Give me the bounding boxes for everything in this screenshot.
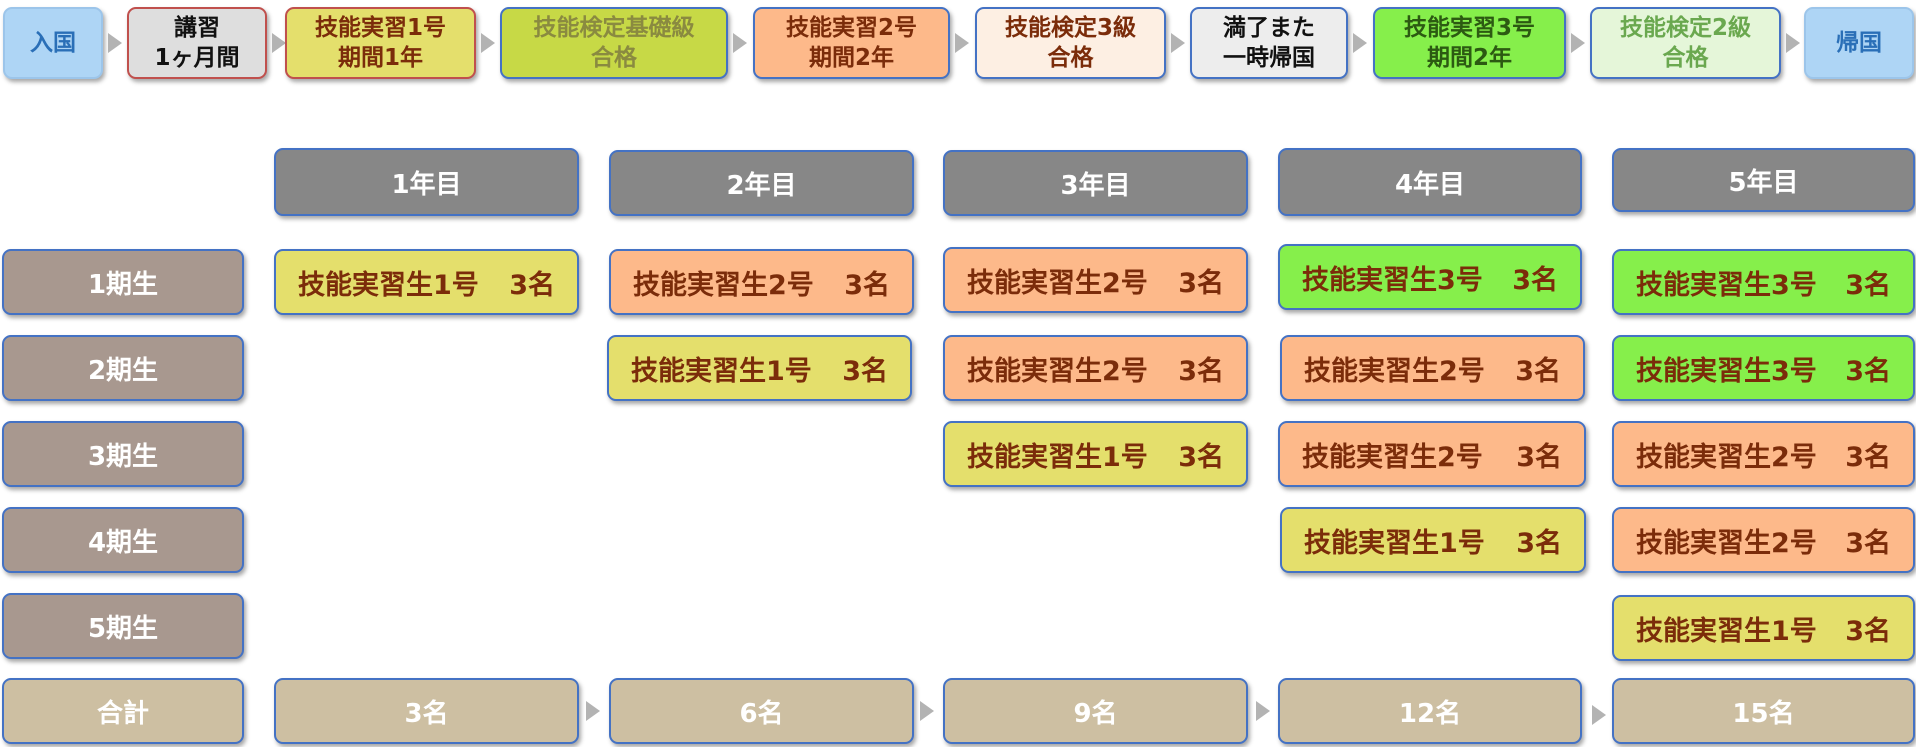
step-return: 帰国 (1804, 7, 1914, 79)
cohort-label-1: 1期生 (2, 249, 244, 315)
step-exam-3: 技能検定3級 合格 (975, 7, 1166, 79)
total-arrow (1592, 705, 1606, 725)
cell-label: 技能実習生1号 (1304, 527, 1485, 559)
cell-cohort5-year5: 技能実習生1号 3名 (1612, 595, 1915, 661)
cell-count: 3名 (1845, 355, 1891, 387)
total-year1: 3名 (274, 678, 579, 744)
cell-count: 3名 (509, 269, 555, 301)
total-year4: 12名 (1278, 678, 1582, 744)
cell-cohort1-year3: 技能実習生2号 3名 (943, 247, 1248, 313)
flow-arrow (1353, 33, 1367, 53)
flow-arrow (955, 33, 969, 53)
total-arrow (1256, 701, 1270, 721)
cell-cohort4-year5: 技能実習生2号 3名 (1612, 507, 1915, 573)
cohort-label-2: 2期生 (2, 335, 244, 401)
cell-cohort4-year4: 技能実習生1号 3名 (1280, 507, 1586, 573)
cell-label: 技能実習生1号 (967, 441, 1148, 473)
total-arrow (920, 701, 934, 721)
cell-label: 技能実習生1号 (298, 269, 479, 301)
cell-label: 技能実習生3号 (1302, 264, 1483, 296)
cell-count: 3名 (1845, 441, 1891, 473)
step-training: 講習 1ヶ月間 (127, 7, 267, 79)
cohort-label-4: 4期生 (2, 507, 244, 573)
cell-label: 技能実習生2号 (1302, 441, 1483, 473)
total-year5: 15名 (1612, 678, 1915, 744)
flow-arrow (733, 33, 747, 53)
cell-count: 3名 (1845, 269, 1891, 301)
cell-label: 技能実習生2号 (967, 267, 1148, 299)
cell-count: 3名 (1516, 441, 1562, 473)
cell-cohort1-year5: 技能実習生3号 3名 (1612, 249, 1915, 315)
cell-label: 技能実習生2号 (1304, 355, 1485, 387)
cell-label: 技能実習生2号 (967, 355, 1148, 387)
cell-count: 3名 (1178, 441, 1224, 473)
step-intern-1: 技能実習1号 期間1年 (285, 7, 476, 79)
cell-count: 3名 (1845, 615, 1891, 647)
cell-count: 3名 (1515, 355, 1561, 387)
step-intern-3: 技能実習3号 期間2年 (1373, 7, 1566, 79)
year-header-5: 5年目 (1612, 148, 1915, 212)
flow-arrow (272, 33, 286, 53)
year-header-4: 4年目 (1278, 148, 1582, 216)
cell-label: 技能実習生2号 (1636, 441, 1817, 473)
cell-count: 3名 (1516, 527, 1562, 559)
flow-arrow (1571, 33, 1585, 53)
flow-arrow (1786, 33, 1800, 53)
flow-arrow (481, 33, 495, 53)
cell-cohort2-year4: 技能実習生2号 3名 (1280, 335, 1585, 401)
total-label: 合計 (2, 678, 244, 744)
cell-cohort2-year3: 技能実習生2号 3名 (943, 335, 1248, 401)
cell-count: 3名 (1178, 355, 1224, 387)
cell-label: 技能実習生2号 (633, 269, 814, 301)
cell-count: 3名 (1845, 527, 1891, 559)
cell-label: 技能実習生3号 (1636, 269, 1817, 301)
cell-cohort3-year3: 技能実習生1号 3名 (943, 421, 1248, 487)
cohort-label-5: 5期生 (2, 593, 244, 659)
total-year3: 9名 (943, 678, 1248, 744)
cell-count: 3名 (842, 355, 888, 387)
step-exam-basic: 技能検定基礎級 合格 (500, 7, 728, 79)
cell-label: 技能実習生1号 (1636, 615, 1817, 647)
flow-arrow (1171, 33, 1185, 53)
cell-count: 3名 (1178, 267, 1224, 299)
flow-arrow (108, 33, 122, 53)
cell-cohort1-year1: 技能実習生1号 3名 (274, 249, 579, 315)
cell-cohort3-year5: 技能実習生2号 3名 (1612, 421, 1915, 487)
total-arrow (586, 701, 600, 721)
step-intern-2: 技能実習2号 期間2年 (753, 7, 950, 79)
cell-cohort1-year4: 技能実習生3号 3名 (1278, 244, 1582, 310)
cell-label: 技能実習生1号 (631, 355, 812, 387)
cell-cohort2-year5: 技能実習生3号 3名 (1612, 335, 1915, 401)
cell-count: 3名 (1512, 264, 1558, 296)
step-entry: 入国 (3, 7, 103, 79)
cell-count: 3名 (844, 269, 890, 301)
year-header-1: 1年目 (274, 148, 579, 216)
cell-cohort3-year4: 技能実習生2号 3名 (1278, 421, 1586, 487)
step-exam-2: 技能検定2級 合格 (1590, 7, 1781, 79)
cell-label: 技能実習生2号 (1636, 527, 1817, 559)
cell-label: 技能実習生3号 (1636, 355, 1817, 387)
step-return-temp: 満了また 一時帰国 (1190, 7, 1348, 79)
year-header-2: 2年目 (609, 150, 914, 216)
total-year2: 6名 (609, 678, 914, 744)
cohort-label-3: 3期生 (2, 421, 244, 487)
year-header-3: 3年目 (943, 150, 1248, 216)
cell-cohort1-year2: 技能実習生2号 3名 (609, 249, 914, 315)
cell-cohort2-year2: 技能実習生1号 3名 (607, 335, 912, 401)
